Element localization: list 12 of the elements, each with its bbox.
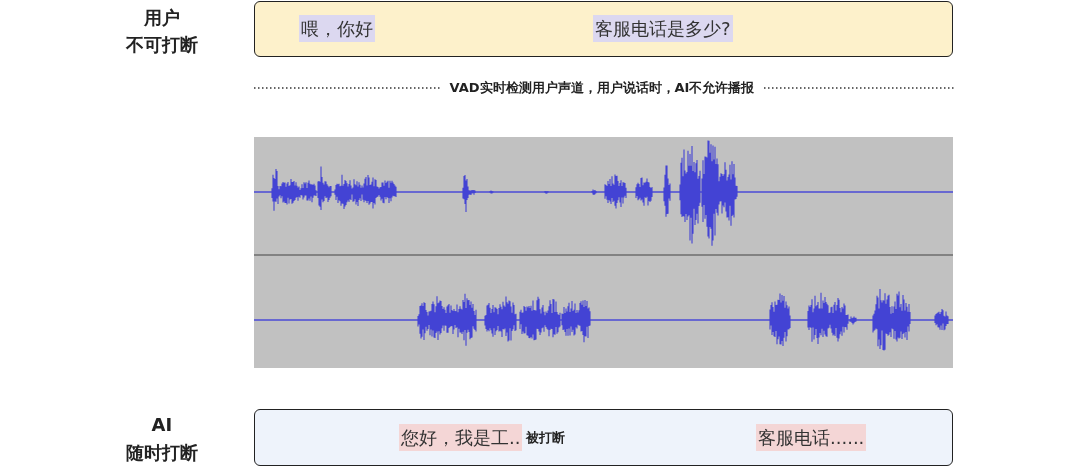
highlighted-speech-text: 您好，我是工.. [399, 423, 523, 451]
row-label: 随时打断 [126, 441, 198, 465]
highlighted-speech-text: 客服电话...... [756, 423, 867, 451]
row-label: 用户 [144, 6, 180, 30]
status-text: 被打断 [526, 428, 565, 447]
row-label: AI [151, 413, 173, 437]
note-text: VAD实时检测用户声道，用户说话时，AI不允许播报 [449, 79, 755, 97]
highlighted-speech-text: 喂，你好 [299, 15, 375, 42]
transcript-bar [254, 1, 953, 57]
highlighted-speech-text: 客服电话是多少? [593, 15, 733, 42]
transcript-bar [254, 409, 953, 466]
row-label: 不可打断 [126, 33, 198, 57]
